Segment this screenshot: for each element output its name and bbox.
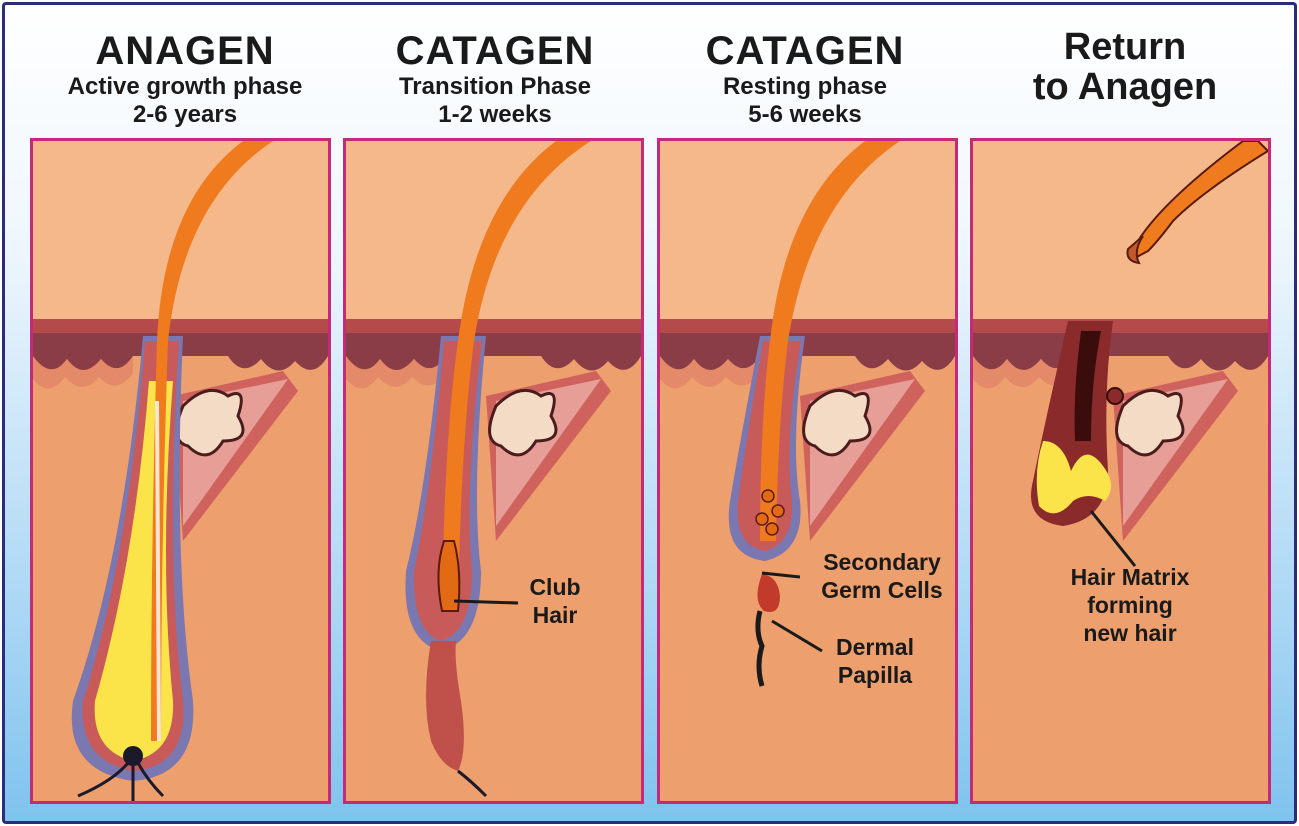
stage-subtitle: Transition Phase	[398, 73, 592, 100]
catagen-resting-illustration	[660, 141, 955, 687]
stage-heading-return: Return to Anagen	[965, 27, 1285, 107]
catagen-transition-illustration	[346, 141, 641, 798]
panel-catagen-resting	[657, 138, 958, 804]
label-matrix-line3: new hair	[1083, 620, 1177, 646]
stage-title: ANAGEN	[95, 29, 275, 73]
label-germ-line1: Secondary	[823, 549, 941, 575]
stage-title-line2: to Anagen	[1032, 66, 1218, 108]
label-matrix-line2: forming	[1087, 592, 1173, 618]
label-hair-matrix: Hair Matrix forming new hair	[1050, 563, 1210, 647]
stage-heading-catagen-resting: CATAGEN Resting phase 5-6 weeks	[645, 29, 965, 129]
stage-heading-anagen: ANAGEN Active growth phase 2-6 years	[25, 29, 345, 129]
label-club-hair: Club Hair	[515, 573, 595, 629]
stage-title-line1: Return	[1063, 26, 1187, 68]
label-dermal-papilla: Dermal Papilla	[820, 633, 930, 689]
label-club-hair-line1: Club	[529, 574, 581, 600]
stage-subtitle: Resting phase	[722, 73, 888, 100]
stage-duration: 2-6 years	[132, 101, 238, 128]
label-matrix-line1: Hair Matrix	[1070, 564, 1190, 590]
stage-title: CATAGEN	[705, 29, 905, 73]
anagen-follicle-illustration	[33, 141, 328, 801]
stage-duration: 1-2 weeks	[438, 101, 552, 128]
label-club-hair-line2: Hair	[532, 602, 578, 628]
stage-duration: 5-6 weeks	[748, 101, 862, 128]
return-anagen-illustration	[973, 141, 1268, 567]
stage-title: CATAGEN	[395, 29, 595, 73]
label-papilla-line2: Papilla	[837, 662, 913, 688]
stage-subtitle: Active growth phase	[67, 73, 303, 100]
stage-heading-catagen-transition: CATAGEN Transition Phase 1-2 weeks	[335, 29, 655, 129]
label-papilla-line1: Dermal	[836, 634, 914, 660]
label-secondary-germ-cells: Secondary Germ Cells	[802, 548, 962, 604]
panel-catagen-transition	[343, 138, 644, 804]
panel-return-anagen	[970, 138, 1271, 804]
panel-anagen	[30, 138, 331, 804]
label-germ-line2: Germ Cells	[821, 577, 943, 603]
